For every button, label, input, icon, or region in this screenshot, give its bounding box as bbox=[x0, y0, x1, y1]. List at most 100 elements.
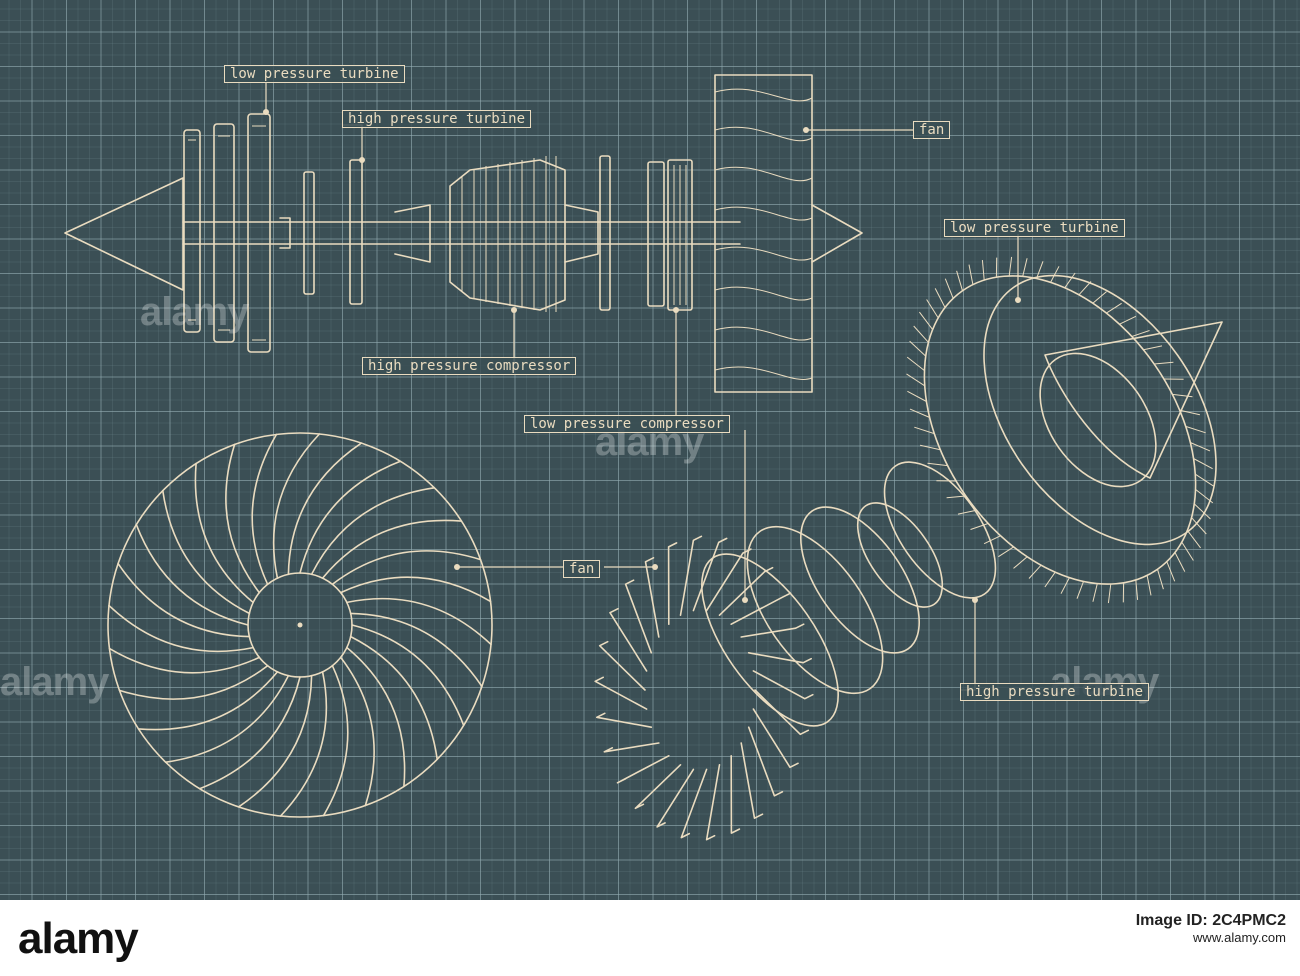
turbine-blade bbox=[1092, 583, 1098, 602]
turbine-blade bbox=[1044, 571, 1056, 588]
turbine-blade bbox=[981, 260, 985, 281]
turbine-blade bbox=[944, 278, 954, 299]
iso-turbine bbox=[906, 256, 1217, 604]
side-hpt-discs bbox=[303, 159, 363, 305]
turbine-blade bbox=[998, 546, 1014, 558]
iso-fan-blade bbox=[754, 689, 810, 736]
turbine-blade bbox=[1050, 266, 1060, 283]
turbine-blade bbox=[1107, 583, 1112, 604]
side-lpt-discs bbox=[183, 113, 271, 353]
footer-meta: Image ID: 2C4PMC2 www.alamy.com bbox=[1136, 912, 1286, 946]
turbine-blade bbox=[1166, 561, 1176, 582]
iso-fan-blade bbox=[596, 712, 653, 728]
iso-fan-blade bbox=[752, 670, 814, 700]
iso-fan-blade bbox=[680, 768, 708, 839]
turbine-blade bbox=[956, 270, 963, 291]
fan-blade bbox=[331, 550, 482, 586]
turbine-blade bbox=[1036, 261, 1044, 279]
turbine-blade bbox=[1106, 302, 1122, 314]
fan-blade bbox=[194, 462, 254, 604]
fan-blade bbox=[237, 674, 313, 808]
fan-blade bbox=[198, 676, 301, 790]
iso-fan-blade bbox=[740, 623, 805, 638]
fan-blade bbox=[251, 433, 278, 586]
iso-fan-blade bbox=[747, 652, 812, 664]
fan-blade bbox=[287, 442, 363, 576]
turbine-blade bbox=[1060, 577, 1070, 594]
turbine-blade bbox=[1092, 291, 1107, 304]
turbine-blade bbox=[1013, 556, 1028, 569]
turbine-blade bbox=[909, 408, 930, 418]
fan-blade bbox=[346, 646, 406, 788]
turbine-blade bbox=[1191, 517, 1207, 535]
fan-blade bbox=[225, 443, 261, 594]
blueprint-sheet bbox=[0, 0, 1300, 900]
turbine-blade bbox=[913, 325, 929, 343]
turbine-blade bbox=[919, 311, 933, 330]
iso-fan-blade bbox=[667, 542, 678, 625]
iso-fan-blade bbox=[730, 592, 792, 625]
footer-bar: alamy Image ID: 2C4PMC2 www.alamy.com bbox=[0, 900, 1300, 976]
turbine-blade bbox=[1008, 256, 1013, 277]
turbine-blade bbox=[1195, 489, 1214, 504]
fan-blade bbox=[118, 664, 269, 700]
fan-blade bbox=[279, 671, 328, 817]
turbine-blade bbox=[1195, 473, 1214, 487]
iso-fan bbox=[594, 535, 814, 841]
fan-blade bbox=[349, 612, 483, 688]
turbine-blade bbox=[1143, 345, 1163, 351]
turbine-blade bbox=[914, 426, 935, 435]
turbine-blade bbox=[1022, 258, 1028, 277]
iso-fan-blade bbox=[718, 566, 774, 616]
fan-blade bbox=[339, 576, 492, 603]
turbine-blade bbox=[909, 340, 927, 357]
fan-blade bbox=[351, 624, 465, 727]
footer-url: www.alamy.com bbox=[1193, 930, 1286, 945]
turbine-blade bbox=[957, 509, 977, 515]
label-high-pressure-turbine-right: high pressure turbine bbox=[960, 683, 1150, 701]
turbine-blade bbox=[1185, 425, 1206, 434]
turbine-blade bbox=[1076, 581, 1084, 599]
turbine-blade bbox=[1172, 393, 1193, 398]
turbine-blade bbox=[1179, 409, 1201, 416]
iso-fan-blade bbox=[598, 640, 646, 691]
fan-blade bbox=[108, 604, 254, 653]
iso-fan-blade bbox=[752, 708, 799, 769]
turbine-blade bbox=[1131, 330, 1150, 337]
label-low-pressure-turbine-right: low pressure turbine bbox=[944, 219, 1125, 237]
fan-blade bbox=[162, 489, 251, 615]
turbine-blade bbox=[1193, 503, 1211, 520]
turbine-blade bbox=[919, 444, 941, 451]
turbine-blade bbox=[1181, 541, 1194, 561]
turbine-blade bbox=[1190, 442, 1211, 452]
iso-fan-blade bbox=[679, 535, 703, 616]
iso-fan-blade bbox=[705, 764, 721, 841]
label-high-pressure-turbine-top: high pressure turbine bbox=[342, 110, 532, 128]
iso-fan-blade bbox=[609, 607, 648, 672]
side-lp-compressor bbox=[599, 155, 693, 311]
turbine-blade bbox=[1193, 458, 1213, 470]
iso-fan-blade bbox=[747, 726, 784, 797]
iso-fan-blade bbox=[634, 764, 682, 810]
turbine-blade bbox=[927, 462, 948, 467]
turbine-blade bbox=[1078, 281, 1092, 296]
fan-blade bbox=[117, 562, 251, 638]
fan-blade bbox=[272, 433, 321, 579]
fan-blade bbox=[299, 460, 402, 574]
iso-fan-blade bbox=[616, 755, 670, 784]
turbine-blade bbox=[1146, 575, 1152, 596]
fan-blade bbox=[137, 671, 279, 731]
front-fan-view bbox=[107, 432, 493, 818]
turbine-blade bbox=[1174, 552, 1186, 572]
iso-fan-blade bbox=[656, 768, 695, 828]
fan-blade bbox=[339, 656, 375, 807]
fan-blade bbox=[108, 647, 261, 674]
fan-blade bbox=[310, 487, 436, 576]
turbine-blade bbox=[1187, 530, 1201, 549]
iso-fan-blade bbox=[603, 742, 660, 753]
turbine-blade bbox=[934, 288, 946, 308]
turbine-blade bbox=[906, 373, 925, 387]
turbine-blade bbox=[968, 264, 974, 285]
iso-fan-blade bbox=[624, 579, 653, 654]
turbine-blade bbox=[906, 356, 925, 371]
